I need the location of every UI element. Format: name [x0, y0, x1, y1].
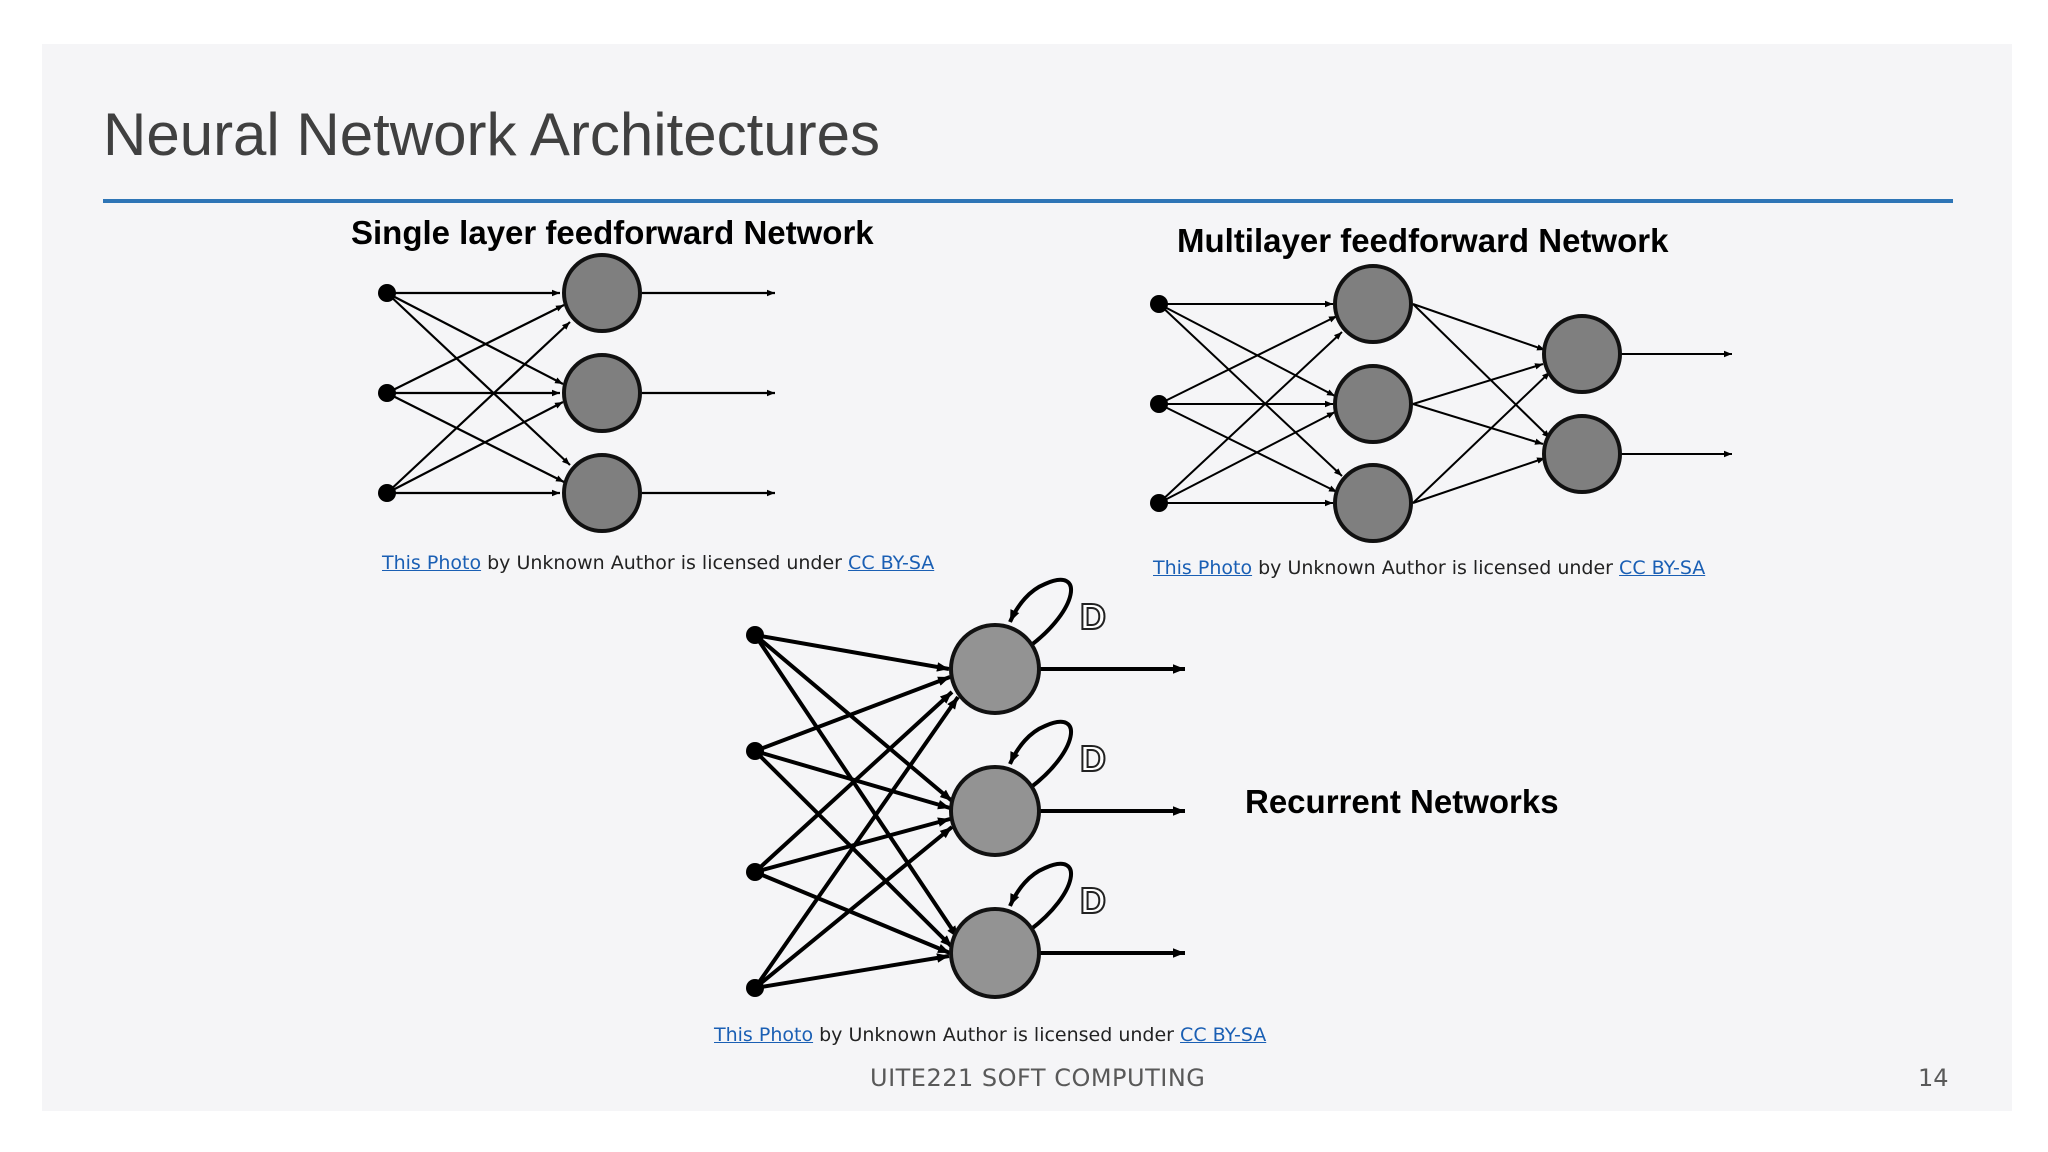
photo-credit-single: This Photo by Unknown Author is licensed… [382, 552, 934, 574]
credit-text: by Unknown Author is licensed under [813, 1024, 1181, 1046]
delay-label-2: D [1080, 738, 1106, 779]
photo-link[interactable]: This Photo [714, 1024, 814, 1046]
license-link[interactable]: CC BY-SA [1180, 1024, 1267, 1046]
photo-credit-recurrent: This Photo by Unknown Author is licensed… [714, 1024, 1266, 1046]
title-underline [103, 199, 1953, 203]
delay-label-1: D [1080, 596, 1106, 637]
single-layer-network [378, 253, 775, 533]
delay-label-3: D [1080, 880, 1106, 921]
recurrent-network: D D D [746, 577, 1185, 999]
photo-link[interactable]: This Photo [1153, 557, 1253, 579]
slide-footer: UITE221 SOFT COMPUTING [870, 1064, 1206, 1092]
recurrent-title: Recurrent Networks [1245, 783, 1559, 820]
credit-text: by Unknown Author is licensed under [481, 552, 849, 574]
single-layer-title: Single layer feedforward Network [351, 214, 874, 251]
photo-credit-multilayer: This Photo by Unknown Author is licensed… [1153, 557, 1705, 579]
multilayer-network [1150, 264, 1732, 543]
credit-text: by Unknown Author is licensed under [1252, 557, 1620, 579]
photo-link[interactable]: This Photo [382, 552, 482, 574]
license-link[interactable]: CC BY-SA [848, 552, 935, 574]
page-number: 14 [1918, 1064, 1949, 1092]
license-link[interactable]: CC BY-SA [1619, 557, 1706, 579]
multilayer-title: Multilayer feedforward Network [1177, 222, 1669, 259]
page-title: Neural Network Architectures [103, 101, 880, 168]
